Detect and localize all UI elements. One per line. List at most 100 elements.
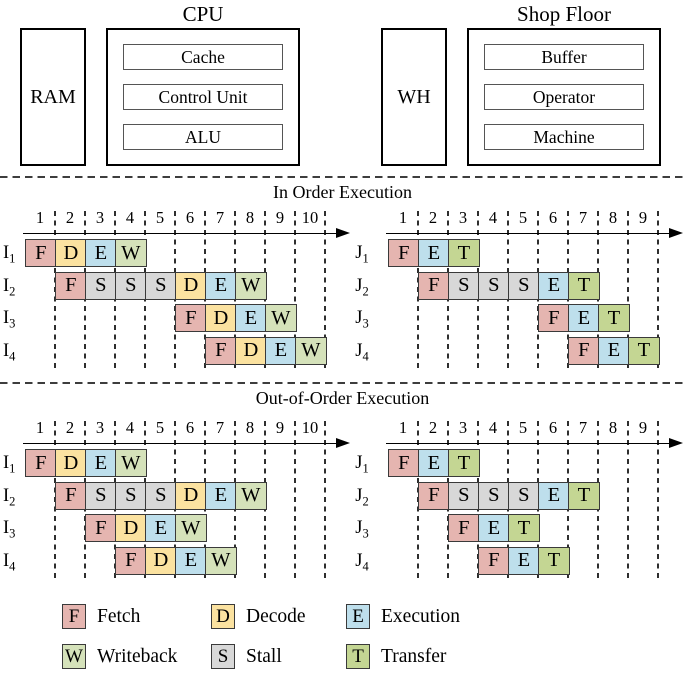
tick-label: 3 bbox=[458, 418, 468, 437]
tick-label: 5 bbox=[518, 418, 528, 437]
gantt-cell-d: D bbox=[55, 239, 87, 267]
axis-line bbox=[386, 443, 672, 444]
tick-label: 7 bbox=[578, 418, 588, 437]
gantt-cell-d: D bbox=[205, 304, 237, 332]
legend-item-execution: E Execution bbox=[346, 604, 460, 629]
grid-line bbox=[294, 211, 296, 369]
tick-label: 4 bbox=[488, 208, 498, 227]
gantt-cell-s: S bbox=[448, 271, 480, 300]
tick-label: 7 bbox=[215, 418, 225, 437]
legend-label: Decode bbox=[246, 605, 306, 627]
axis-arrow bbox=[669, 228, 683, 239]
separator-dashed-1 bbox=[0, 176, 685, 179]
tick-label: 3 bbox=[458, 208, 468, 227]
gantt-cell-e: E bbox=[205, 481, 237, 510]
tick-label: 5 bbox=[155, 418, 165, 437]
tick-label: 1 bbox=[35, 208, 45, 227]
shop-component-operator: Operator bbox=[484, 84, 644, 110]
row-label: I4 bbox=[3, 550, 16, 574]
gantt-cell-s: S bbox=[478, 271, 510, 300]
tick-label: 5 bbox=[155, 208, 165, 227]
row-label: J1 bbox=[355, 453, 369, 476]
gantt-cell-s: S bbox=[448, 481, 480, 510]
gantt-cell-e: E bbox=[478, 514, 510, 542]
axis-arrow bbox=[669, 438, 683, 449]
tick-label: 1 bbox=[35, 418, 45, 437]
legend-label: Execution bbox=[381, 605, 461, 627]
legend-item-decode: D Decode bbox=[211, 604, 306, 629]
row-label: I3 bbox=[3, 518, 16, 541]
gantt-cell-f: F bbox=[55, 271, 87, 300]
legend-label: Transfer bbox=[381, 645, 447, 667]
cpu-title: CPU bbox=[182, 2, 224, 26]
row-label: I3 bbox=[3, 308, 16, 331]
tick-label: 10 bbox=[301, 208, 319, 227]
legend-swatch-transfer: T bbox=[346, 644, 370, 669]
gantt-cell-d: D bbox=[235, 336, 267, 365]
row-label: I1 bbox=[3, 243, 16, 266]
tick-label: 7 bbox=[215, 208, 225, 227]
tick-label: 4 bbox=[125, 208, 135, 227]
gantt-cell-e: E bbox=[598, 336, 630, 365]
gantt-cell-f: F bbox=[538, 304, 570, 332]
gantt-cell-f: F bbox=[478, 546, 510, 575]
legend-item-writeback: W Writeback bbox=[62, 644, 177, 669]
legend-key: E bbox=[352, 605, 364, 627]
tick-label: 4 bbox=[488, 418, 498, 437]
tick-label: 8 bbox=[245, 418, 255, 437]
gantt-cell-w: W bbox=[235, 481, 267, 510]
gantt-cell-t: T bbox=[568, 271, 600, 300]
gantt-cell-e: E bbox=[145, 514, 177, 542]
axis-arrow bbox=[336, 438, 350, 449]
section-title-in-order: In Order Execution bbox=[273, 182, 412, 202]
grid-line bbox=[417, 421, 419, 579]
gantt-cell-e: E bbox=[418, 239, 450, 267]
grid-line bbox=[657, 421, 659, 579]
row-label: J1 bbox=[355, 243, 369, 266]
shop-floor-box: Buffer Operator Machine bbox=[467, 28, 661, 166]
grid-line bbox=[657, 211, 659, 369]
tick-label: 10 bbox=[301, 418, 319, 437]
gantt-cell-s: S bbox=[85, 481, 117, 510]
row-label: I2 bbox=[3, 275, 16, 299]
gantt-cell-t: T bbox=[628, 336, 660, 365]
legend-item-transfer: T Transfer bbox=[346, 644, 446, 669]
tick-label: 6 bbox=[185, 208, 195, 227]
tick-label: 3 bbox=[95, 208, 105, 227]
gantt-cell-d: D bbox=[115, 514, 147, 542]
tick-label: 8 bbox=[245, 208, 255, 227]
gantt-cell-s: S bbox=[145, 271, 177, 300]
gantt-cell-f: F bbox=[115, 546, 147, 575]
gantt-cell-s: S bbox=[115, 481, 147, 510]
tick-label: 1 bbox=[398, 208, 408, 227]
row-label: J3 bbox=[355, 308, 369, 331]
gantt-cell-e: E bbox=[205, 271, 237, 300]
grid-line bbox=[627, 211, 629, 369]
shop-component-machine: Machine bbox=[484, 124, 644, 150]
gantt-cell-d: D bbox=[175, 481, 207, 510]
tick-label: 8 bbox=[608, 208, 618, 227]
gantt-cell-d: D bbox=[55, 449, 87, 477]
gantt-cell-e: E bbox=[175, 546, 207, 575]
tick-label: 4 bbox=[125, 418, 135, 437]
tick-label: 9 bbox=[275, 418, 285, 437]
gantt-cell-f: F bbox=[205, 336, 237, 365]
tick-label: 6 bbox=[548, 418, 558, 437]
gantt-cell-s: S bbox=[145, 481, 177, 510]
gantt-cell-e: E bbox=[508, 546, 540, 575]
gantt-cell-e: E bbox=[235, 304, 267, 332]
legend-swatch-execution: E bbox=[346, 604, 370, 629]
gantt-cell-f: F bbox=[85, 514, 117, 542]
tick-label: 9 bbox=[275, 208, 285, 227]
grid-line bbox=[324, 421, 326, 579]
axis-line bbox=[386, 233, 672, 234]
gantt-cell-s: S bbox=[508, 271, 540, 300]
gantt-cell-w: W bbox=[115, 449, 147, 477]
gantt-cell-e: E bbox=[538, 481, 570, 510]
tick-label: 2 bbox=[65, 418, 75, 437]
tick-label: 3 bbox=[95, 418, 105, 437]
gantt-cell-t: T bbox=[448, 239, 480, 267]
